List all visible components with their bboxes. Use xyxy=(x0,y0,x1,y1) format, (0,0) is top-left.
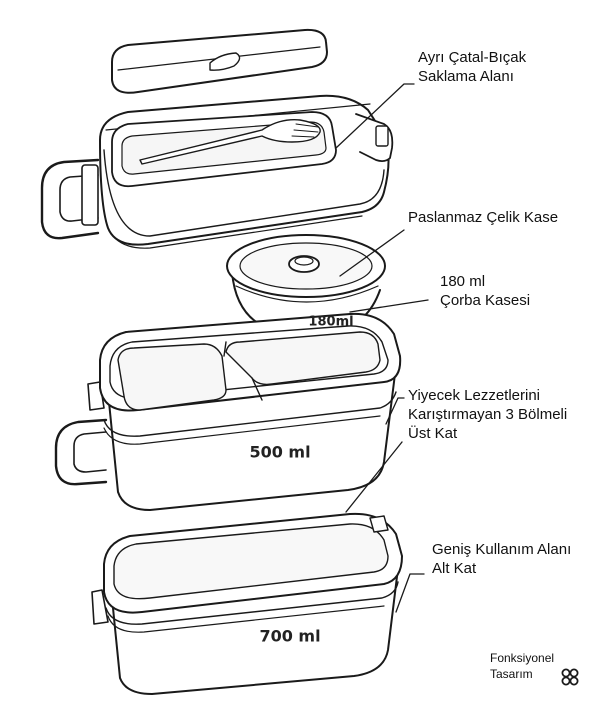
cutlery-cover xyxy=(111,28,328,94)
callout-soup-bowl: 180 ml Çorba Kasesi xyxy=(440,272,530,310)
callout-lower-tier-line1: Geniş Kullanım Alanı xyxy=(432,541,572,558)
callout-upper-tier-line2: Karıştırmayan 3 Bölmeli xyxy=(408,406,568,423)
callout-lower-tier: Geniş Kullanım Alanı Alt Kat xyxy=(432,540,571,578)
leader-lower-tier xyxy=(345,441,403,513)
leader-cutlery xyxy=(335,83,415,149)
four-petal-logo-icon xyxy=(561,668,579,686)
bowl-capacity-label: 180ml xyxy=(308,314,354,330)
leader-upper-tier xyxy=(385,397,405,425)
callout-steel-bowl-line1: Paslanmaz Çelik Kase xyxy=(408,209,559,226)
upper-tier-capacity-label: 500 ml xyxy=(249,442,311,462)
callout-soup-bowl-line1: 180 ml xyxy=(440,273,486,290)
callout-lower-tier-line2: Alt Kat xyxy=(432,560,477,577)
brand-block: Fonksiyonel Tasarım xyxy=(490,650,600,690)
callout-upper-tier: Yiyecek Lezzetlerini Karıştırmayan 3 Böl… xyxy=(408,386,567,443)
callout-steel-bowl: Paslanmaz Çelik Kase xyxy=(408,208,558,227)
leader-soup-bowl xyxy=(349,299,429,313)
callout-upper-tier-line1: Yiyecek Lezzetlerini xyxy=(408,387,541,404)
brand-line1: Fonksiyonel xyxy=(490,651,555,665)
leader-lines xyxy=(335,83,429,613)
callout-cutlery: Ayrı Çatal-Bıçak Saklama Alanı xyxy=(418,48,526,86)
leader-lower-tier-2 xyxy=(395,573,425,613)
lower-tier-capacity-label: 700 ml xyxy=(259,626,321,646)
callout-upper-tier-line3: Üst Kat xyxy=(408,425,458,442)
upper-tier xyxy=(54,312,402,511)
lower-tier xyxy=(91,512,403,695)
brand-text: Fonksiyonel Tasarım xyxy=(490,650,554,682)
callout-cutlery-line2: Saklama Alanı xyxy=(418,68,514,85)
lid xyxy=(40,94,394,249)
callout-soup-bowl-line2: Çorba Kasesi xyxy=(440,292,531,309)
callout-cutlery-line1: Ayrı Çatal-Bıçak xyxy=(418,49,527,66)
brand-line2: Tasarım xyxy=(490,667,533,681)
leader-steel-bowl xyxy=(339,229,405,277)
